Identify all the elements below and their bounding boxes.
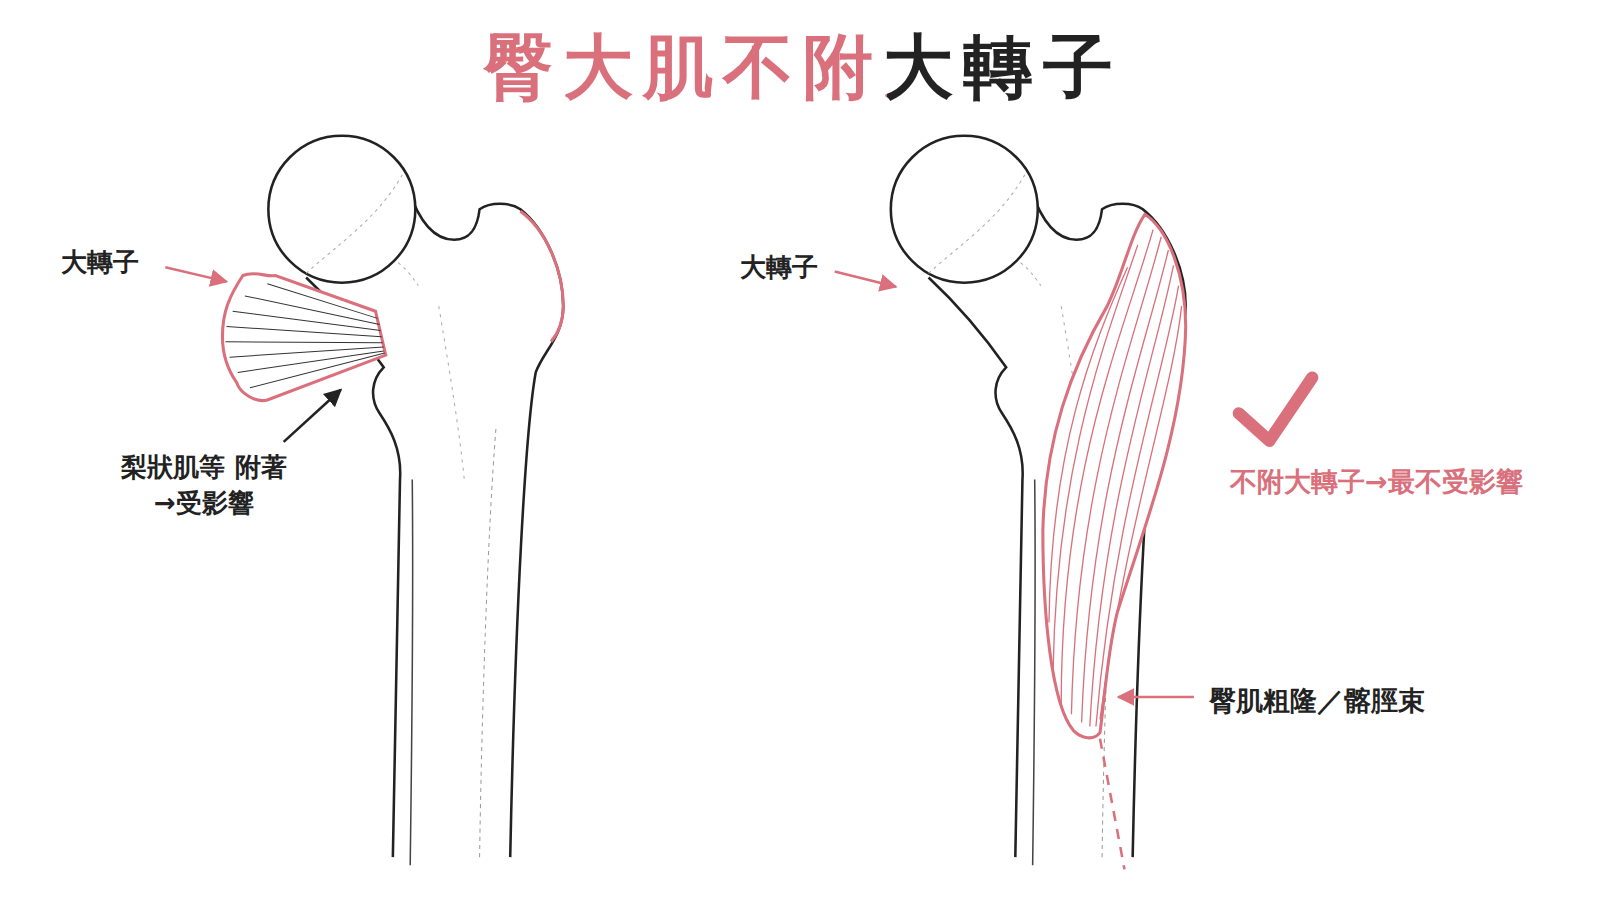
label: 不附大轉子→最不受影響: [1230, 464, 1523, 499]
title: 臀大肌不附大轉子: [483, 29, 1123, 106]
label: 大轉子: [740, 251, 818, 285]
check-mark: [1239, 378, 1312, 441]
femur-bone: [268, 136, 563, 866]
label: 梨狀肌等 附著→受影響: [113, 449, 295, 522]
label: 大轉子: [61, 246, 139, 280]
femur-bone: [891, 136, 1186, 866]
label: 臀肌粗隆／髂脛束: [1209, 683, 1425, 718]
